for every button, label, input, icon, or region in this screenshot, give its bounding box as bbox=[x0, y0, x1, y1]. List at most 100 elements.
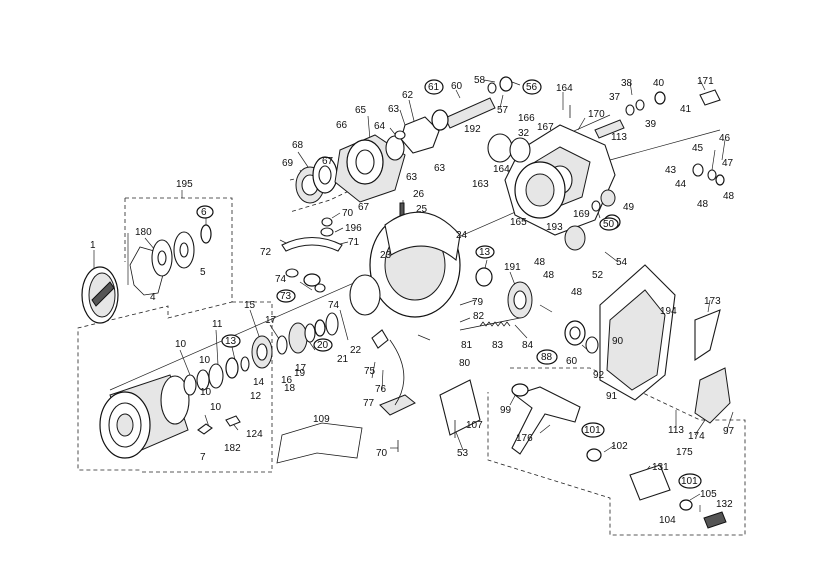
part-label: 166 bbox=[518, 113, 535, 124]
part-label: 71 bbox=[348, 237, 360, 248]
part-label: 66 bbox=[336, 120, 348, 131]
part-label: 63 bbox=[388, 104, 400, 115]
part-label: 39 bbox=[645, 119, 657, 130]
part-label: 113 bbox=[668, 425, 684, 436]
part-label: 76 bbox=[375, 384, 387, 395]
circled-part-labels: 6 13 20 73 61 56 13 50 88 101 101 bbox=[196, 79, 702, 489]
part-label: 164 bbox=[493, 164, 510, 175]
part-label: 37 bbox=[609, 92, 621, 103]
part-label: 164 bbox=[556, 83, 573, 94]
drag-knob-part bbox=[81, 266, 119, 324]
part-label: 68 bbox=[292, 140, 304, 151]
circled-part-label: 6 bbox=[201, 207, 207, 218]
part-label: 63 bbox=[406, 172, 418, 183]
part-label: 124 bbox=[246, 429, 263, 440]
line-roller-parts bbox=[371, 329, 416, 416]
part-label: 80 bbox=[459, 358, 471, 369]
rotor-nut-parts bbox=[276, 312, 339, 355]
part-label: 48 bbox=[534, 257, 546, 268]
part-label: 60 bbox=[566, 356, 578, 367]
screw-icon bbox=[397, 105, 571, 452]
spring-part bbox=[459, 317, 521, 331]
part-label: 67 bbox=[322, 156, 334, 167]
part-label: 48 bbox=[723, 191, 735, 202]
part-label: 16 bbox=[281, 375, 293, 386]
part-label: 10 bbox=[175, 339, 187, 350]
part-label: 17 bbox=[265, 315, 277, 326]
part-label: 4 bbox=[150, 292, 156, 303]
part-label: 52 bbox=[592, 270, 604, 281]
part-label: 92 bbox=[593, 370, 605, 381]
right-covers-part bbox=[694, 309, 731, 424]
part-label: 83 bbox=[492, 340, 504, 351]
circled-part-label: 13 bbox=[479, 247, 491, 258]
cover-ring-part bbox=[487, 133, 531, 163]
pinion-shaft-part bbox=[431, 97, 496, 131]
part-label: 74 bbox=[275, 274, 287, 285]
part-label: 26 bbox=[413, 189, 425, 200]
part-label: 105 bbox=[700, 489, 717, 500]
part-label: 170 bbox=[588, 109, 605, 120]
part-label: 10 bbox=[199, 355, 211, 366]
circled-part-label: 101 bbox=[584, 425, 601, 436]
part-label: 169 bbox=[573, 209, 590, 220]
part-label: 132 bbox=[716, 499, 733, 510]
part-label: 176 bbox=[516, 433, 533, 444]
part-label: 38 bbox=[621, 78, 633, 89]
part-label: 43 bbox=[665, 165, 677, 176]
part-label: 46 bbox=[719, 133, 731, 144]
part-label: 191 bbox=[504, 262, 521, 273]
part-label: 113 bbox=[611, 132, 627, 143]
part-label: 10 bbox=[210, 402, 222, 413]
bearing-icon bbox=[564, 320, 599, 354]
part-label: 75 bbox=[364, 366, 376, 377]
part-label: 91 bbox=[606, 391, 618, 402]
spool-icon bbox=[99, 374, 190, 459]
part-label: 53 bbox=[457, 448, 469, 459]
side-cover-icon bbox=[514, 161, 566, 219]
shaft-parts bbox=[692, 163, 725, 186]
circled-part-label: 20 bbox=[317, 340, 329, 351]
part-label: 180 bbox=[135, 227, 152, 238]
part-label: 192 bbox=[464, 124, 481, 135]
part-label: 40 bbox=[653, 78, 665, 89]
part-label: 67 bbox=[358, 202, 370, 213]
bail-icon bbox=[281, 202, 405, 252]
part-label: 22 bbox=[350, 345, 362, 356]
part-label: 54 bbox=[616, 257, 628, 268]
part-label: 5 bbox=[200, 267, 206, 278]
part-label: 21 bbox=[337, 354, 349, 365]
part-label: 19 bbox=[294, 368, 306, 379]
part-label: 60 bbox=[451, 81, 463, 92]
part-label: 82 bbox=[473, 311, 485, 322]
part-label: 104 bbox=[659, 515, 676, 526]
part-label: 79 bbox=[472, 297, 484, 308]
spool-bearing-parts bbox=[183, 356, 250, 435]
part-label: 64 bbox=[374, 121, 386, 132]
part-label: 72 bbox=[260, 247, 272, 258]
part-label: 18 bbox=[284, 383, 296, 394]
part-label: 47 bbox=[722, 158, 734, 169]
part-label: 97 bbox=[723, 426, 735, 437]
part-label: 174 bbox=[688, 431, 705, 442]
part-label: 196 bbox=[345, 223, 362, 234]
part-label: 24 bbox=[456, 230, 468, 241]
part-label: 70 bbox=[376, 448, 388, 459]
part-label: 81 bbox=[461, 340, 473, 351]
oscillation-parts bbox=[594, 89, 721, 139]
part-label: 23 bbox=[380, 250, 392, 261]
circled-part-label: 61 bbox=[428, 82, 440, 93]
part-label: 12 bbox=[250, 391, 262, 402]
drag-washers-part bbox=[129, 224, 212, 296]
part-label: 165 bbox=[510, 217, 527, 228]
part-label: 14 bbox=[253, 377, 265, 388]
part-label: 63 bbox=[434, 163, 446, 174]
part-label: 41 bbox=[680, 104, 692, 115]
part-label: 17 bbox=[295, 363, 307, 374]
part-label: 193 bbox=[546, 222, 563, 233]
small-bushings bbox=[487, 76, 513, 94]
circled-part-label: 13 bbox=[225, 336, 237, 347]
part-label: 74 bbox=[328, 300, 340, 311]
part-label: 65 bbox=[355, 105, 367, 116]
